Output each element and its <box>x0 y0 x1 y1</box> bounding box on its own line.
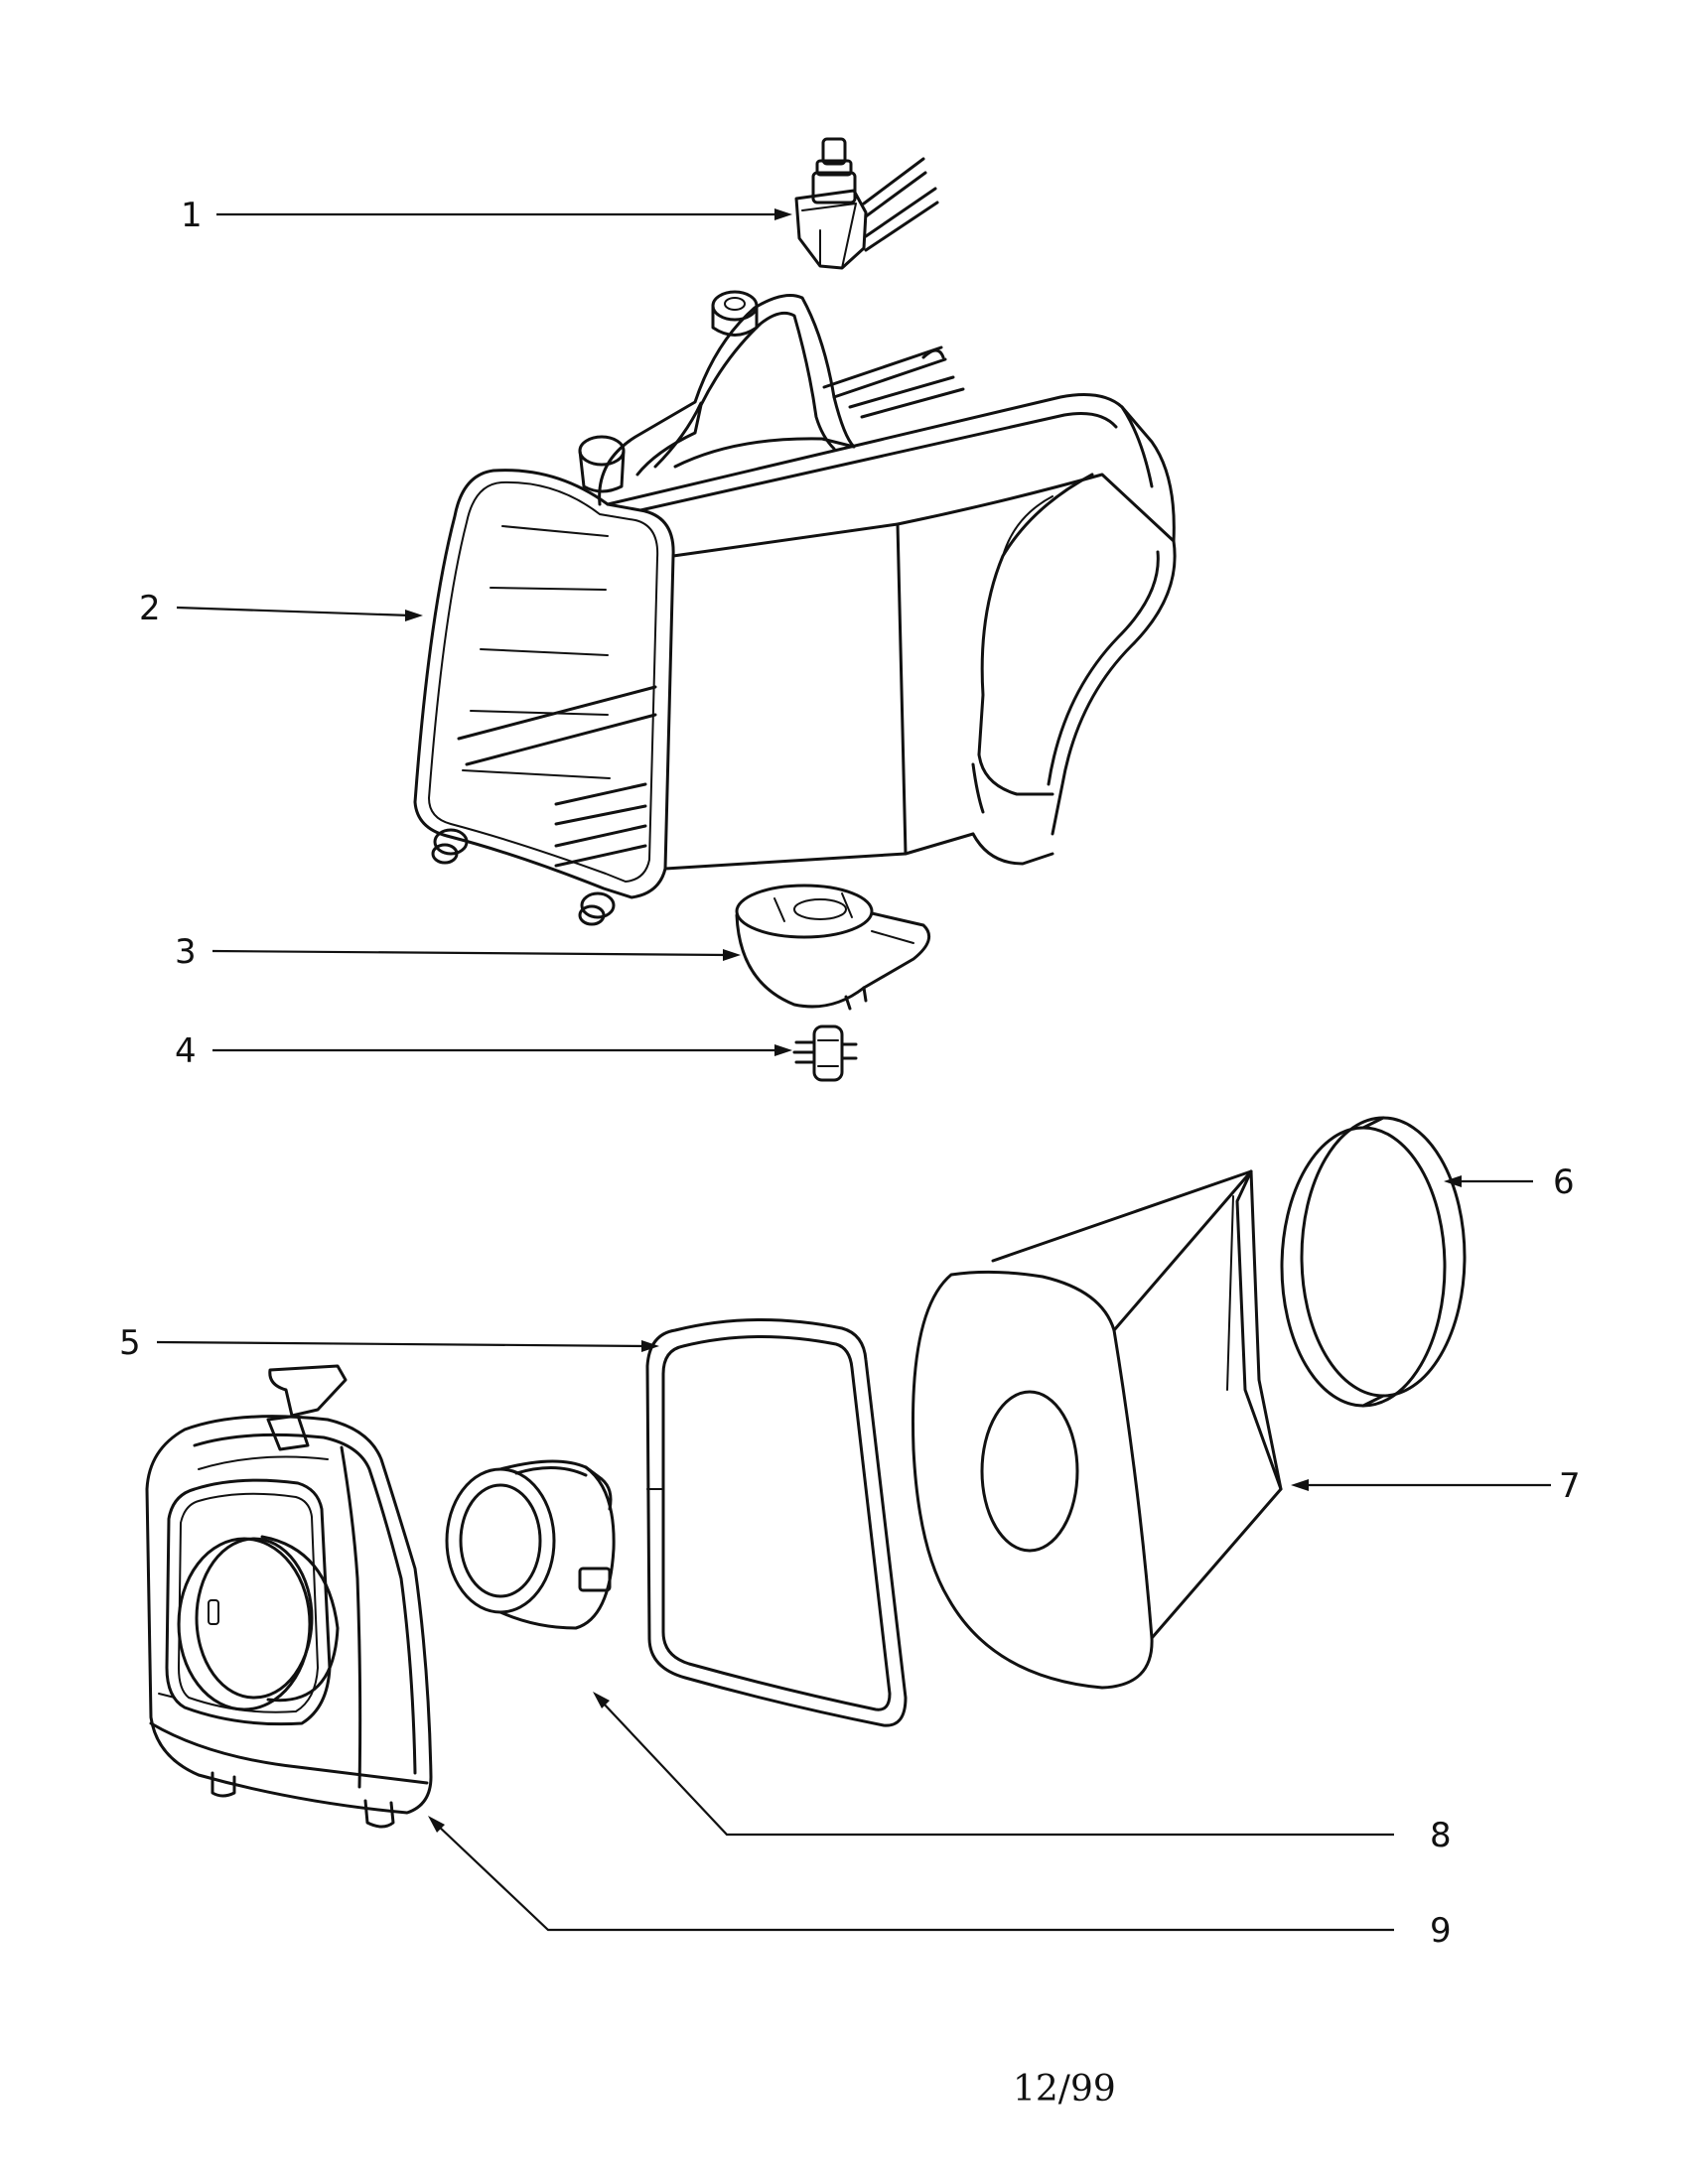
part-6-round-filter <box>1280 1116 1467 1408</box>
leader-lines <box>156 208 1551 1932</box>
callout-6: 6 <box>1553 1162 1575 1202</box>
callout-9: 9 <box>1430 1911 1452 1951</box>
part-8-motor-ring <box>445 1459 616 1630</box>
part-4-coupling <box>792 1024 858 1082</box>
callout-7: 7 <box>1559 1466 1581 1506</box>
footer-date: 12/99 <box>1013 2069 1116 2110</box>
part-3-cup <box>735 884 931 1011</box>
callout-2: 2 <box>139 589 161 628</box>
part-1-plug <box>794 137 939 270</box>
part-2-housing <box>413 290 1177 926</box>
part-7-bag <box>912 1169 1283 1690</box>
callout-8: 8 <box>1430 1816 1452 1855</box>
callout-4: 4 <box>175 1031 197 1071</box>
callout-3: 3 <box>175 932 197 972</box>
part-5-gasket <box>645 1318 908 1727</box>
callout-1: 1 <box>181 196 203 235</box>
part-9-front-cover <box>145 1364 433 1829</box>
callout-labels: 1 2 3 4 5 6 7 8 9 <box>119 196 1581 1951</box>
callout-5: 5 <box>119 1323 141 1363</box>
